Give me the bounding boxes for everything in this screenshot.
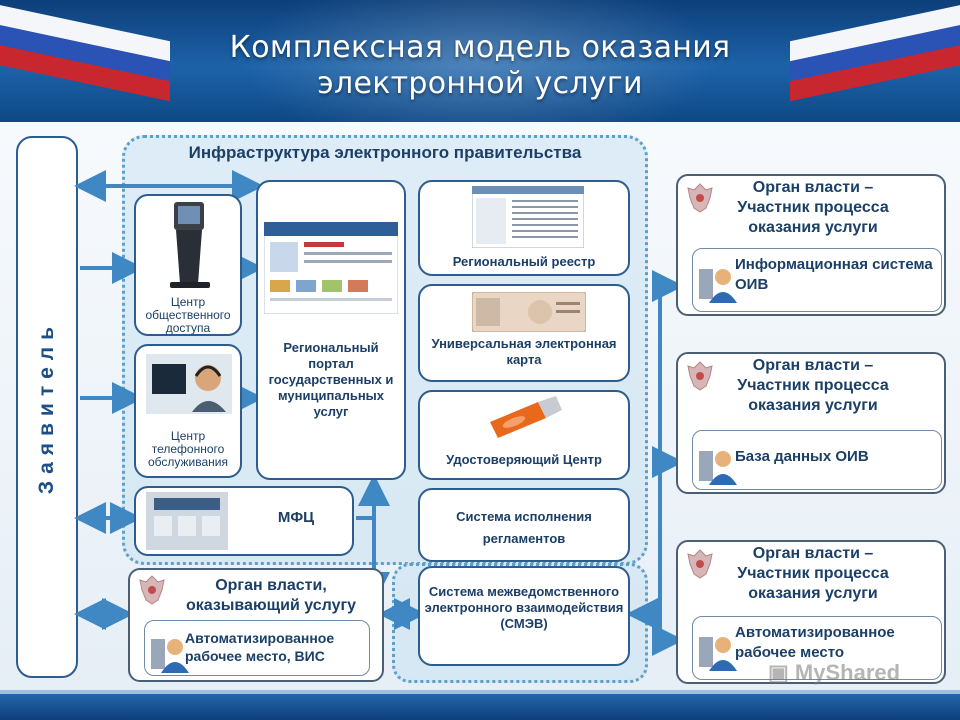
certification-center-label: Удостоверяющий Центр <box>446 452 602 467</box>
participant-3-inner-label: Автоматизированное рабочее место <box>735 624 895 661</box>
user-server-icon <box>151 639 189 673</box>
footer-line <box>0 690 960 694</box>
participant-authority-1: Орган власти – Участник процесса оказани… <box>676 174 946 316</box>
watermark-logo-icon: ▣ <box>768 660 795 685</box>
universal-card-box: Универсальная электронная карта <box>418 284 630 382</box>
watermark-text: MyShared <box>794 660 901 685</box>
watermark: ▣ MyShared <box>768 660 900 686</box>
participant-2-inner: База данных ОИВ <box>692 430 942 490</box>
regional-registry-box: Региональный реестр <box>418 180 630 276</box>
regional-registry-label: Региональный реестр <box>452 254 596 269</box>
operator-photo-icon <box>146 354 232 414</box>
emblem-icon <box>687 183 713 213</box>
emblem-icon <box>139 575 165 605</box>
regional-portal-box: Региональный портал государственных и му… <box>256 180 406 480</box>
emblem-icon <box>687 549 713 579</box>
participant-3-title: Орган власти – Участник процесса оказани… <box>737 545 889 602</box>
footer-bar <box>0 694 960 720</box>
id-card-icon <box>472 292 586 332</box>
emblem-icon <box>687 361 713 391</box>
applicant-box: Заявитель <box>16 136 78 678</box>
mfc-label: МФЦ <box>277 509 315 526</box>
smev-box: Система межведомственного электронного в… <box>418 566 630 666</box>
providing-authority-box: Орган власти, оказывающий услугу Автомат… <box>128 568 384 682</box>
portal-screenshot-icon <box>264 222 398 314</box>
user-server-icon <box>699 451 737 485</box>
participant-authority-3: Орган власти – Участник процесса оказани… <box>676 540 946 684</box>
participant-1-inner: Информационная система ОИВ <box>692 248 942 312</box>
infrastructure-title: Инфраструктура электронного правительств… <box>188 143 582 162</box>
public-access-center-label: Центр общественного доступа <box>145 295 231 335</box>
providing-authority-workplace-label: Автоматизированное рабочее место, ВИС <box>185 630 335 664</box>
regional-portal-label: Региональный портал государственных и му… <box>268 340 394 419</box>
certification-center-box: Удостоверяющий Центр <box>418 390 630 480</box>
participant-2-inner-label: База данных ОИВ <box>735 448 869 465</box>
participant-1-title: Орган власти – Участник процесса оказани… <box>737 179 889 236</box>
public-access-center-box: Центр общественного доступа <box>134 194 242 336</box>
providing-authority-title: Орган власти, оказывающий услугу <box>185 577 357 614</box>
regulations-system-box: Система исполнения регламентов <box>418 488 630 562</box>
mfc-box: МФЦ <box>134 486 354 556</box>
user-server-icon <box>699 637 737 671</box>
header-banner: Комплексная модель оказания электронной … <box>0 0 960 122</box>
smev-label: Система межведомственного электронного в… <box>424 584 624 631</box>
registry-screenshot-icon <box>472 186 584 248</box>
participant-3-inner: Автоматизированное рабочее место <box>692 616 942 680</box>
participant-authority-2: Орган власти – Участник процесса оказани… <box>676 352 946 494</box>
kiosk-icon <box>170 202 210 288</box>
participant-2-title: Орган власти – Участник процесса оказани… <box>737 357 889 414</box>
universal-card-label: Универсальная электронная карта <box>431 336 617 367</box>
mfc-photo-icon <box>146 492 228 550</box>
regulations-system-label: Система исполнения регламентов <box>456 509 592 546</box>
usb-token-icon <box>490 396 562 438</box>
title-line-2: электронной услуги <box>317 66 643 101</box>
user-server-icon <box>699 269 737 303</box>
providing-authority-workplace: Автоматизированное рабочее место, ВИС <box>144 620 370 676</box>
slide-title: Комплексная модель оказания электронной … <box>0 30 960 102</box>
phone-center-box: Центр телефонного обслуживания <box>134 344 242 478</box>
title-line-1: Комплексная модель оказания <box>229 30 731 65</box>
participant-1-inner-label: Информационная система ОИВ <box>735 256 933 293</box>
phone-center-label: Центр телефонного обслуживания <box>147 429 229 469</box>
